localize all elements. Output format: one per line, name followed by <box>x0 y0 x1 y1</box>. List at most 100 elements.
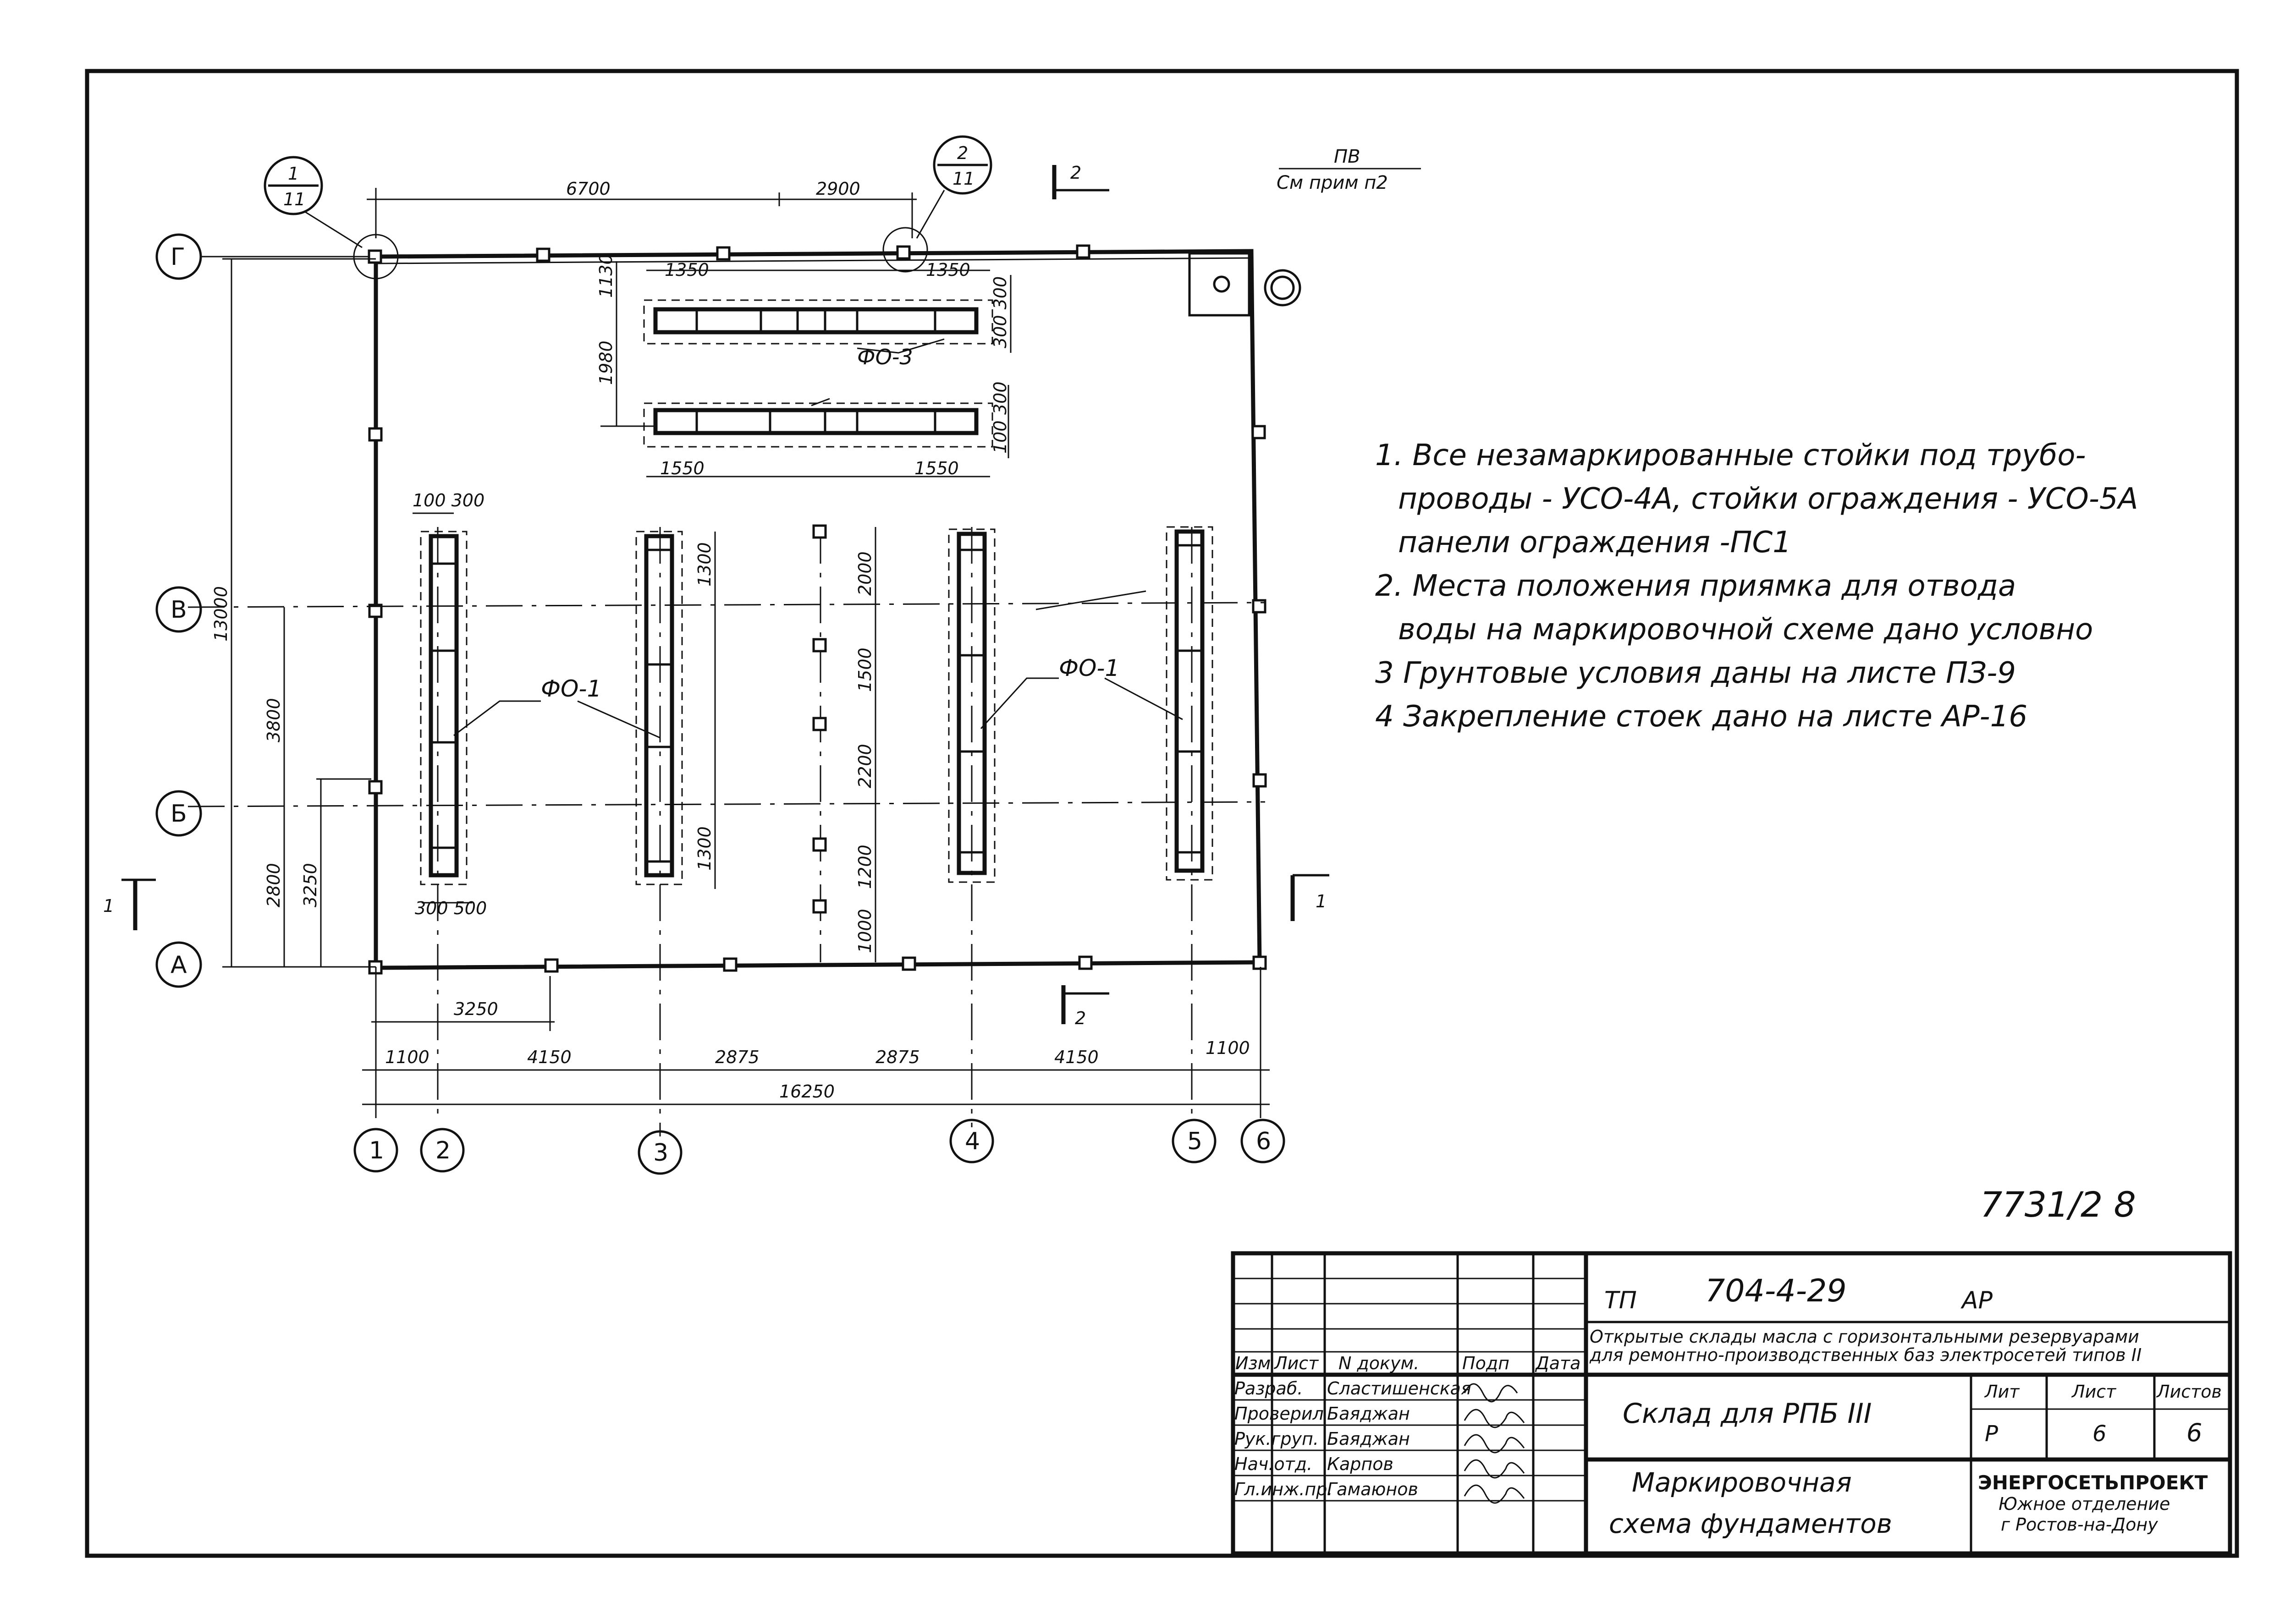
fence-perimeter <box>374 249 1262 970</box>
sheet-reference: 7731/2 8 <box>1980 1184 2136 1225</box>
dim-2800: 2800 <box>264 863 284 907</box>
role-razrab: Разраб. <box>1234 1378 1303 1399</box>
dim-3800: 3800 <box>264 698 284 742</box>
name-ruk-grup: Баяджан <box>1327 1429 1410 1449</box>
project-description-2: для ремонтно-производственных баз электр… <box>1589 1345 2142 1365</box>
axis-number-6: 6 <box>1256 1128 1271 1155</box>
header-podp: Подп <box>1462 1353 1509 1373</box>
dim-2875-a: 2875 <box>715 1047 760 1067</box>
dim-2000: 2000 <box>855 551 875 596</box>
dim-1100-b: 1100 <box>1206 1038 1250 1058</box>
dim-100-300: 100 300 <box>413 490 485 510</box>
section-mark-1-left: 1 <box>103 896 114 916</box>
sheet-title-line-2: схема фундаментов <box>1609 1508 1892 1539</box>
header-izm: Изм <box>1235 1353 1271 1373</box>
svg-text:11: 11 <box>283 189 305 209</box>
dim-4150-b: 4150 <box>1054 1047 1099 1067</box>
role-gl-inzh: Гл.инж.пр. <box>1234 1479 1332 1499</box>
note-line-6: 3 Грунтовые условия даны на листе ПЗ-9 <box>1375 656 2016 690</box>
axis-number-3: 3 <box>653 1139 668 1167</box>
dim-1550-a: 1550 <box>660 458 705 478</box>
list-value: 6 <box>2092 1421 2107 1447</box>
dim-4150-a: 4150 <box>527 1047 572 1067</box>
dim-1350-b: 1350 <box>926 260 970 280</box>
list-header: Лист <box>2071 1382 2117 1402</box>
foundation-fo1-axis4 <box>948 528 996 883</box>
svg-text:2: 2 <box>957 143 968 163</box>
signatures <box>1464 1383 1525 1504</box>
organization-city: г Ростов-на-Дону <box>2001 1514 2158 1535</box>
dim-16250: 16250 <box>779 1081 835 1102</box>
svg-text:11: 11 <box>953 169 975 189</box>
foundations-fo1 <box>420 526 1213 885</box>
foundation-fo1-axis3 <box>635 531 683 885</box>
dimension-texts: 6700 2900 1350 1350 1130 1980 300 300 30… <box>211 179 1250 1102</box>
axis-letter-b: Б <box>171 800 187 828</box>
header-ndoc: N докум. <box>1338 1353 1419 1373</box>
project-description-1: Открытые склады масла с горизонтальными … <box>1590 1327 2139 1347</box>
dim-13000: 13000 <box>211 586 231 642</box>
lists-header: Листов <box>2156 1382 2222 1402</box>
axis-letter-g: Г <box>171 243 185 271</box>
dim-300: 300 <box>990 381 1010 415</box>
dim-1350-a: 1350 <box>665 260 709 280</box>
role-nach-otd: Нач.отд. <box>1234 1454 1312 1474</box>
section-mark-1-right: 1 <box>1316 891 1327 911</box>
header-data: Дата <box>1535 1353 1580 1373</box>
pit-box <box>1188 252 1250 317</box>
project-code: 704-4-29 <box>1705 1273 1847 1309</box>
note-line-4: 2. Места положения приямка для отвода <box>1375 569 2016 603</box>
dim-2875-b: 2875 <box>875 1047 920 1067</box>
dim-2200: 2200 <box>855 744 875 788</box>
label-fo1-left: ФО-1 <box>541 675 601 702</box>
title-block: ТП 704-4-29 АР Открытые склады масла с г… <box>1231 1251 2232 1556</box>
dim-1130: 1130 <box>596 253 616 298</box>
axis-number-markers: 1 2 3 4 5 6 <box>353 1119 1285 1175</box>
dim-300-500: 300 500 <box>415 898 487 918</box>
header-list: Лист <box>1273 1353 1319 1373</box>
note-line-1: 1. Все незамаркированные стойки под труб… <box>1375 439 2086 472</box>
foundations-fo3 <box>600 299 993 448</box>
sheet-title-line-1: Маркировочная <box>1632 1467 1852 1498</box>
project-prefix: ТП <box>1604 1287 1637 1314</box>
note-line-7: 4 Закрепление стоек дано на листе АР-16 <box>1375 700 2027 734</box>
well-icon <box>1264 269 1301 307</box>
node-callout-2: 2 11 <box>882 135 992 273</box>
pipe-supports <box>812 524 827 914</box>
pit-marker-icon <box>1213 275 1230 293</box>
dim-1300-a: 1300 <box>694 542 715 587</box>
reference-note-bottom: См прим п2 <box>1277 172 1388 193</box>
dim-1300-b: 1300 <box>694 826 715 871</box>
note-line-3: панели ограждения -ПС1 <box>1398 526 1791 560</box>
dim-1550-b: 1550 <box>914 458 959 478</box>
axis-letter-a: А <box>171 951 187 979</box>
name-razrab: Сластишенская <box>1327 1378 1471 1399</box>
name-nach-otd: Карпов <box>1327 1454 1393 1474</box>
lit-header: Лит <box>1984 1382 2020 1402</box>
name-gl-inzh: Гамаюнов <box>1327 1479 1418 1499</box>
dim-3250-h: 3250 <box>454 999 498 1019</box>
dim-6700: 6700 <box>566 179 611 199</box>
axis-number-2: 2 <box>435 1137 451 1164</box>
dim-100: 100 <box>990 420 1010 454</box>
foundation-fo1-axis2 <box>420 531 468 885</box>
reference-note-top: ПВ <box>1334 146 1360 167</box>
node-callout-1: 1 11 <box>264 156 399 280</box>
sheet-frame <box>85 69 2239 1558</box>
dim-1500: 1500 <box>855 647 875 692</box>
section-mark-2-top: 2 <box>1070 163 1081 183</box>
note-line-5: воды на маркировочной схеме дано условно <box>1398 613 2093 647</box>
axis-number-1: 1 <box>369 1137 384 1164</box>
dim-1100-a: 1100 <box>385 1047 429 1067</box>
dim-2900: 2900 <box>816 179 860 199</box>
foundation-fo1-axis5 <box>1166 526 1213 881</box>
label-fo1-right: ФО-1 <box>1059 655 1119 681</box>
axis-number-5: 5 <box>1187 1128 1202 1155</box>
label-fo3: ФО-3 <box>857 345 913 369</box>
dim-3250-v: 3250 <box>300 863 320 907</box>
lists-value: 6 <box>2186 1418 2202 1447</box>
role-ruk-grup: Рук.груп. <box>1234 1429 1319 1449</box>
axis-letter-markers: Г В Б А <box>155 233 369 988</box>
section-mark-2-bottom: 2 <box>1075 1008 1086 1028</box>
